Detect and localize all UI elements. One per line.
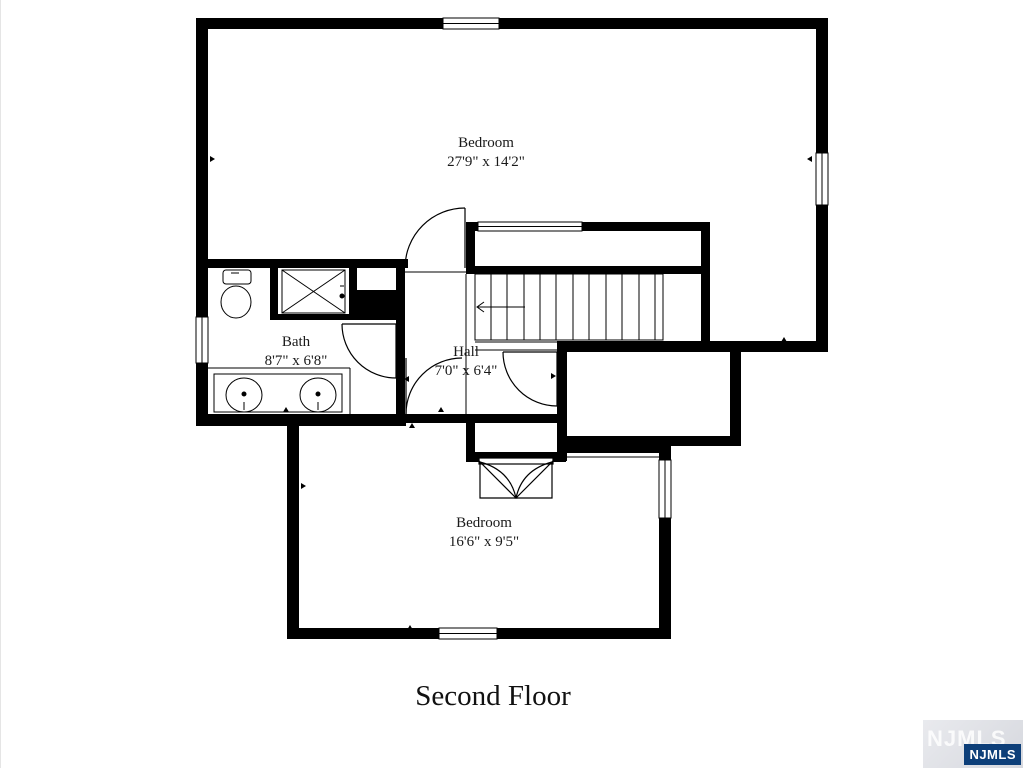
wall-closet-left xyxy=(466,222,475,272)
door-hall-left xyxy=(405,357,463,415)
wall-stair-top xyxy=(466,266,710,274)
window-closet xyxy=(477,221,583,232)
room-size: 8'7" x 6'8" xyxy=(264,353,328,369)
wall-box-top xyxy=(557,341,741,352)
wall-closet2-left xyxy=(466,414,475,462)
doors xyxy=(341,207,558,499)
window-top xyxy=(442,17,500,30)
logo-badge-text: NJMLS xyxy=(964,744,1021,765)
room-size: 7'0" x 6'4" xyxy=(434,363,498,379)
door-bedroom-upper xyxy=(404,207,466,269)
wall-lower-top-right xyxy=(566,444,671,453)
windows xyxy=(195,17,829,640)
floor-title: Second Floor xyxy=(415,680,571,712)
fixtures xyxy=(213,269,346,413)
window-right xyxy=(815,152,829,206)
room-name: Bath xyxy=(281,334,311,350)
wall-closet-right xyxy=(701,222,710,350)
wall-closet2-bottom xyxy=(466,452,566,462)
room-label-bath: Bath 8'7" x 6'8" xyxy=(265,333,328,371)
room-name: Hall xyxy=(453,344,479,360)
door-closet-double xyxy=(478,457,554,499)
wall-shower-left xyxy=(270,266,278,318)
door-hall-right xyxy=(502,351,558,407)
closet-block xyxy=(357,290,397,320)
vanity xyxy=(213,373,343,413)
wall-closet-top xyxy=(466,222,710,231)
wall-shower-bottom xyxy=(270,314,354,320)
wall-bath-top xyxy=(196,259,408,268)
wall-box-bottom xyxy=(557,436,741,446)
thin-lines xyxy=(208,271,659,458)
room-size: 27'9" x 14'2" xyxy=(447,154,525,170)
wall-markers xyxy=(210,21,812,630)
room-name: Bedroom xyxy=(458,135,514,151)
wall-bath-bottom xyxy=(196,414,406,426)
room-label-bedroom-lower: Bedroom 16'6" x 9'5" xyxy=(449,514,519,552)
room-label-hall: Hall 7'0" x 6'4" xyxy=(435,343,498,381)
window-lower-bottom xyxy=(438,627,498,640)
wall-shower-right xyxy=(349,266,357,320)
window-bath xyxy=(195,316,209,364)
page-edge xyxy=(0,0,1,768)
wall-left-upper xyxy=(196,18,208,426)
wall-box-left xyxy=(557,341,567,461)
door-bath xyxy=(341,323,397,379)
room-name: Bedroom xyxy=(456,515,512,531)
shower xyxy=(281,269,346,314)
njmls-logo: NJMLS NJMLS xyxy=(923,720,1023,768)
wall-top xyxy=(196,18,828,29)
wall-hall-bottom xyxy=(396,414,566,423)
wall-bath-right xyxy=(396,268,405,418)
stairs xyxy=(474,273,664,341)
wall-lower-left xyxy=(287,420,299,639)
wall-box-right xyxy=(730,341,741,446)
window-lower-right xyxy=(658,459,672,519)
toilet xyxy=(220,269,252,319)
room-size: 16'6" x 9'5" xyxy=(448,534,520,550)
room-label-bedroom-upper: Bedroom 27'9" x 14'2" xyxy=(447,134,525,172)
wall-step-right xyxy=(708,341,828,352)
stair-arrow-head xyxy=(476,301,485,313)
